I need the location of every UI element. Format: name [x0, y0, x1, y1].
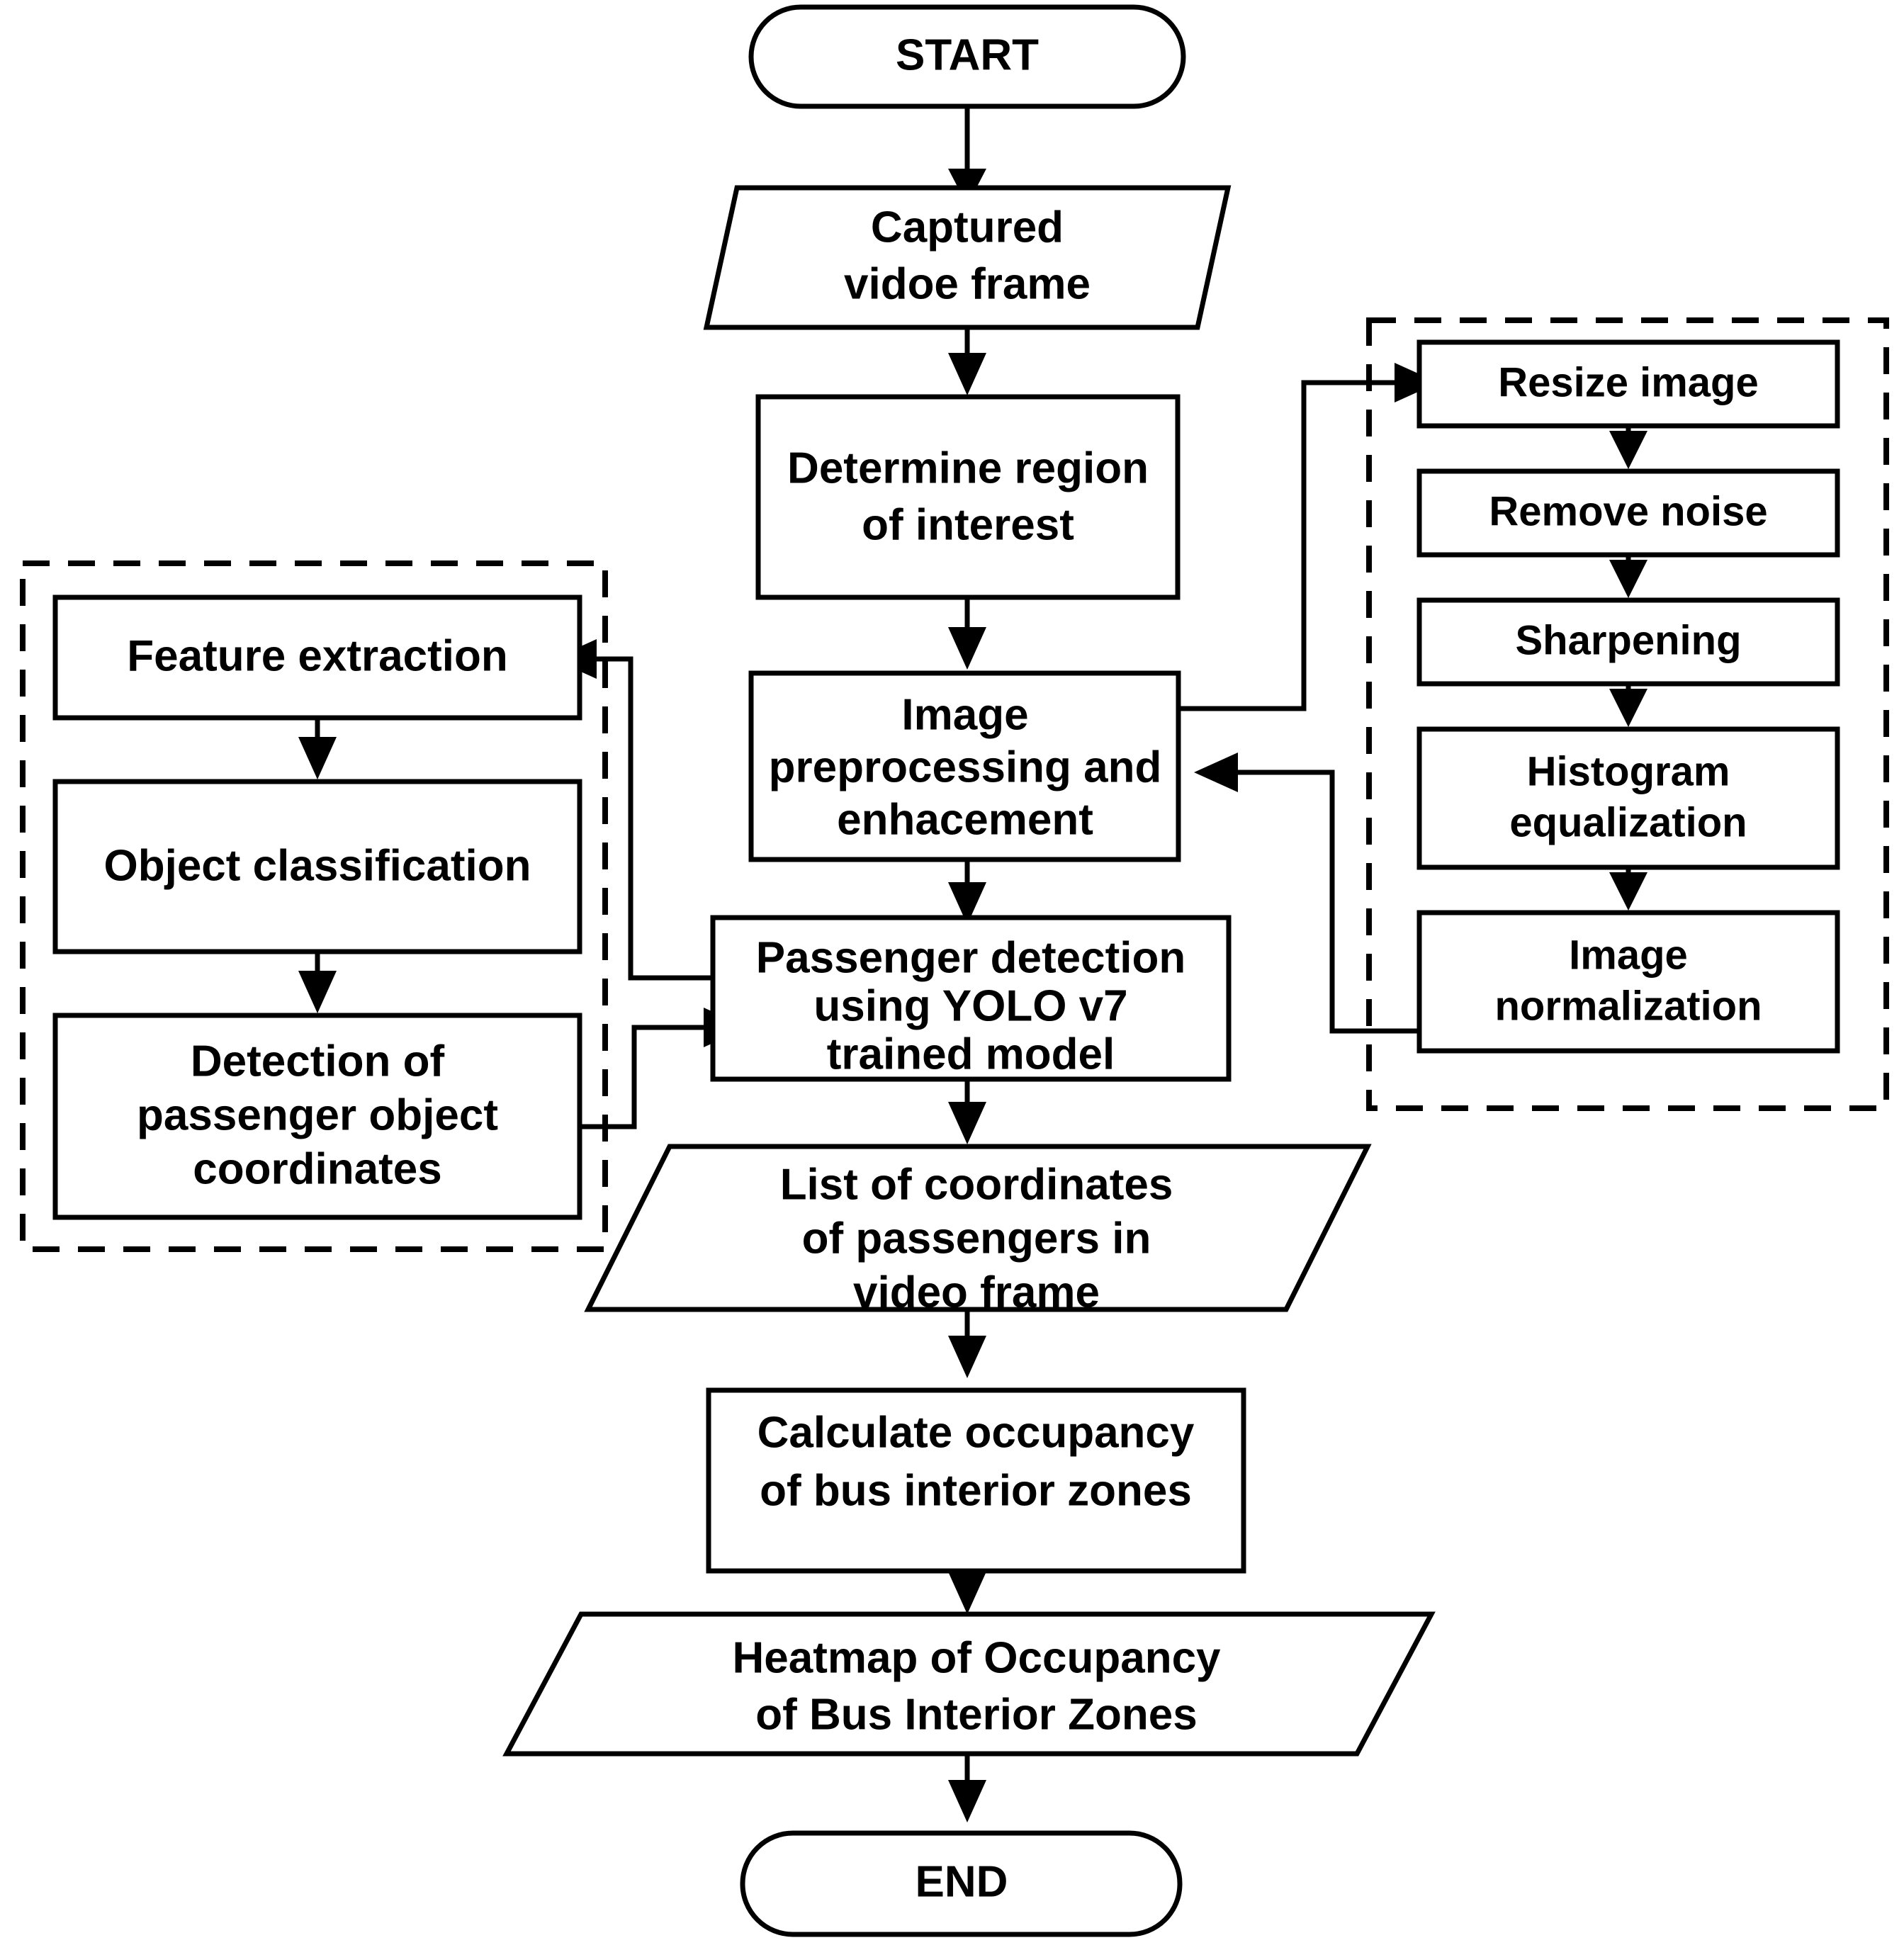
object-classification-label: Object classification	[104, 841, 531, 890]
connector-calculate-to-heatmap	[948, 1571, 986, 1614]
determine-roi-label-line1: Determine region	[787, 444, 1149, 492]
detection-coordinates-label-line1: Detection of	[191, 1037, 445, 1086]
connector-captured-to-roi	[948, 329, 986, 395]
connector-preprocessing-to-resize	[1178, 363, 1438, 711]
start-label: START	[896, 30, 1039, 79]
connector-sharpening-to-histogram	[1609, 685, 1647, 727]
calculate-occupancy-label-line1: Calculate occupancy	[757, 1408, 1195, 1457]
node-list-of-coordinates[interactable]: List of coordinates of passengers in vid…	[584, 1144, 1372, 1317]
captured-frame-label-line2: vidoe frame	[844, 259, 1091, 308]
node-image-preprocessing[interactable]: Image preprocessing and enhacement	[748, 670, 1181, 862]
detection-group-boundary	[20, 560, 608, 1252]
connector-classification-to-coordinates	[298, 953, 337, 1013]
connector-resize-to-remove-noise	[1609, 427, 1647, 469]
node-object-classification[interactable]: Object classification	[52, 779, 582, 954]
node-captured-video-frame[interactable]: Captured vidoe frame	[703, 185, 1232, 330]
node-end[interactable]: END	[740, 1830, 1183, 1937]
connector-preprocessing-to-detection	[948, 860, 986, 925]
list-coordinates-label-line1: List of coordinates	[780, 1160, 1173, 1209]
passenger-detection-label-line3: trained model	[827, 1030, 1115, 1078]
heatmap-label-line2: of Bus Interior Zones	[755, 1690, 1197, 1739]
histogram-equalization-label-line1: Histogram	[1527, 748, 1730, 794]
node-start[interactable]: START	[748, 4, 1186, 109]
node-heatmap-output[interactable]: Heatmap of Occupancy of Bus Interior Zon…	[502, 1611, 1436, 1757]
connector-list-to-calculate	[948, 1309, 986, 1378]
node-calculate-occupancy[interactable]: Calculate occupancy of bus interior zone…	[706, 1387, 1246, 1574]
determine-roi-label-line2: of interest	[862, 500, 1074, 549]
node-determine-region-of-interest[interactable]: Determine region of interest	[755, 394, 1181, 600]
connector-detection-to-list	[948, 1079, 986, 1144]
image-preprocessing-label-line3: enhacement	[837, 795, 1093, 844]
node-passenger-detection[interactable]: Passenger detection using YOLO v7 traine…	[710, 915, 1232, 1082]
sharpening-label: Sharpening	[1515, 617, 1741, 663]
heatmap-label-line1: Heatmap of Occupancy	[732, 1633, 1221, 1682]
resize-image-label: Resize image	[1498, 359, 1759, 405]
node-feature-extraction[interactable]: Feature extraction	[52, 594, 582, 721]
node-remove-noise[interactable]: Remove noise	[1416, 468, 1840, 558]
image-preprocessing-label-line2: preprocessing and	[769, 743, 1162, 791]
passenger-detection-label-line2: using YOLO v7	[813, 981, 1127, 1030]
captured-frame-label-line1: Captured	[871, 203, 1064, 252]
node-detection-of-coordinates[interactable]: Detection of passenger object coordinate…	[52, 1013, 582, 1220]
histogram-equalization-label-line2: equalization	[1509, 799, 1747, 845]
connector-roi-to-preprocessing	[948, 597, 986, 670]
image-normalization-label-line1: Image	[1569, 932, 1688, 978]
node-image-normalization[interactable]: Image normalization	[1416, 910, 1840, 1054]
connector-feature-to-classification	[298, 719, 337, 779]
preprocessing-group-boundary	[1366, 317, 1889, 1111]
detection-coordinates-label-line3: coordinates	[193, 1144, 441, 1193]
connector-normalization-to-preprocessing	[1194, 753, 1419, 1034]
list-coordinates-label-line2: of passengers in	[802, 1214, 1151, 1263]
end-label: END	[916, 1857, 1008, 1906]
calculate-occupancy-label-line2: of bus interior zones	[760, 1466, 1192, 1515]
detection-coordinates-label-line2: passenger object	[137, 1090, 498, 1139]
image-normalization-label-line2: normalization	[1494, 983, 1762, 1029]
feature-extraction-label: Feature extraction	[127, 631, 508, 680]
passenger-detection-label-line1: Passenger detection	[756, 933, 1185, 982]
remove-noise-label: Remove noise	[1489, 488, 1767, 534]
connector-histogram-to-normalization	[1609, 869, 1647, 911]
node-sharpening[interactable]: Sharpening	[1416, 597, 1840, 687]
connector-heatmap-to-end	[948, 1756, 986, 1822]
node-histogram-equalization[interactable]: Histogram equalization	[1416, 726, 1840, 870]
image-preprocessing-label-line1: Image	[901, 690, 1028, 739]
list-coordinates-label-line3: video frame	[853, 1268, 1100, 1317]
connector-remove-noise-to-sharpening	[1609, 556, 1647, 598]
node-resize-image[interactable]: Resize image	[1416, 339, 1840, 429]
